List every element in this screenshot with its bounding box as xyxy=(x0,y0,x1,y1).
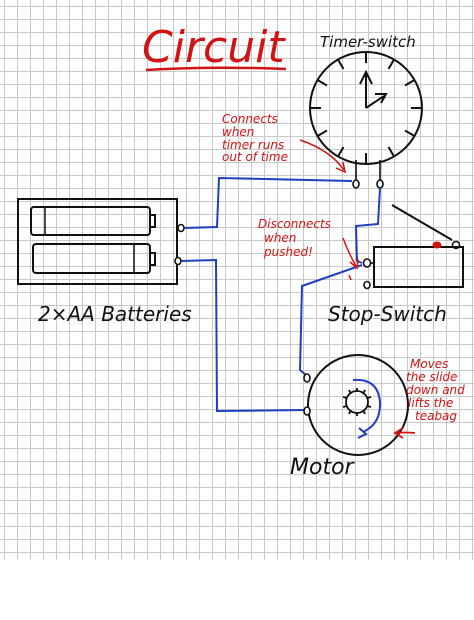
stop-note-arrowhead xyxy=(349,258,359,270)
diagram-title: Circuit xyxy=(142,22,286,73)
timer-note-arrow xyxy=(299,139,345,171)
title-underline xyxy=(145,66,287,72)
motor-note-arrow xyxy=(395,431,416,434)
svg-text:pushed!: pushed! xyxy=(263,245,313,259)
battery-terminal-bottom xyxy=(174,256,182,266)
svg-text:timer runs: timer runs xyxy=(222,138,284,152)
svg-text:Moves: Moves xyxy=(410,357,448,371)
svg-text:Disconnects: Disconnects xyxy=(258,217,331,231)
svg-text:when: when xyxy=(264,231,296,245)
svg-text:down and: down and xyxy=(406,383,465,397)
batteries-label: 2×AA Batteries xyxy=(38,302,192,326)
stop-switch-label: Stop-Switch xyxy=(328,302,447,326)
motor-label: Motor xyxy=(290,455,356,480)
wires xyxy=(180,176,381,413)
motor-note-arrowhead xyxy=(393,427,404,439)
motor xyxy=(303,354,409,456)
svg-text:when: when xyxy=(222,125,254,139)
timer-terminals xyxy=(352,160,384,189)
timer-label: Timer-switch xyxy=(320,33,416,51)
stop-switch xyxy=(362,204,464,290)
motor-note: Moves the slide down and lifts the teaba… xyxy=(406,357,465,423)
stop-note: Disconnects when pushed! xyxy=(258,217,331,259)
battery-terminal-top xyxy=(177,223,185,233)
svg-text:out of time: out of time xyxy=(222,150,288,164)
svg-text:Connects: Connects xyxy=(222,112,278,126)
timer-dial xyxy=(309,51,423,165)
stop-note-arrow xyxy=(342,237,357,267)
svg-text:the slide: the slide xyxy=(406,370,457,384)
battery-pack xyxy=(17,198,178,285)
svg-text:teabag: teabag xyxy=(415,409,457,423)
stop-note-tick xyxy=(348,274,352,281)
timer-note-arrowhead xyxy=(335,161,347,174)
svg-text:lifts the: lifts the xyxy=(408,396,453,410)
timer-note: Connects when timer runs out of time xyxy=(222,112,288,164)
